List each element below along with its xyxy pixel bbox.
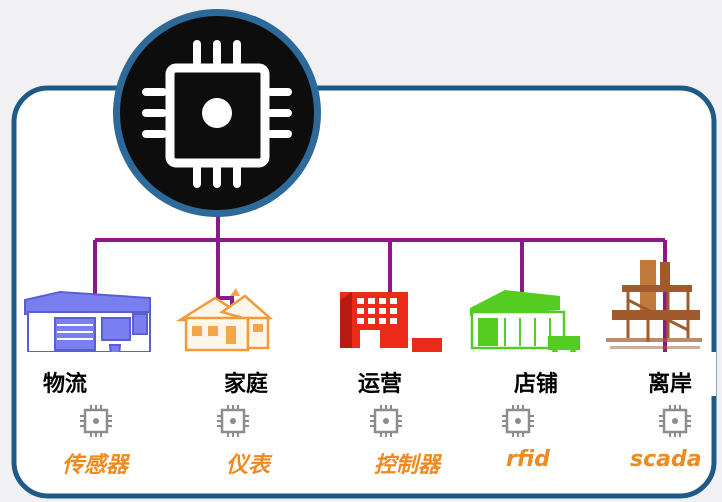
warehouse-icon [24,290,151,369]
tech-label-scada: scada [630,447,702,472]
microchip-icon [142,40,292,188]
category-label-store: 店铺 [514,372,559,397]
chip-icon [80,405,112,437]
chip-icon [659,405,691,437]
category-label-logistics: 物流 [43,372,88,397]
tech-label-controller: 控制器 [374,453,441,478]
tech-label-meter: 仪表 [226,453,271,478]
chip-icon [217,405,249,437]
chip-icon [370,405,402,437]
category-label-offshore: 离岸 [648,372,693,397]
label-band [20,352,716,396]
factory-icon [340,292,442,357]
store-icon [470,290,580,355]
tech-label-rfid: rfid [506,447,550,472]
chip-icon [502,405,534,437]
tech-label-sensor: 传感器 [62,453,129,478]
house-icon [175,288,273,352]
category-label-home: 家庭 [224,372,269,397]
offshore-rig-icon [606,260,702,349]
category-label-operations: 运营 [358,372,403,397]
hub-badge [113,9,321,217]
small-chip-icons [80,405,691,437]
